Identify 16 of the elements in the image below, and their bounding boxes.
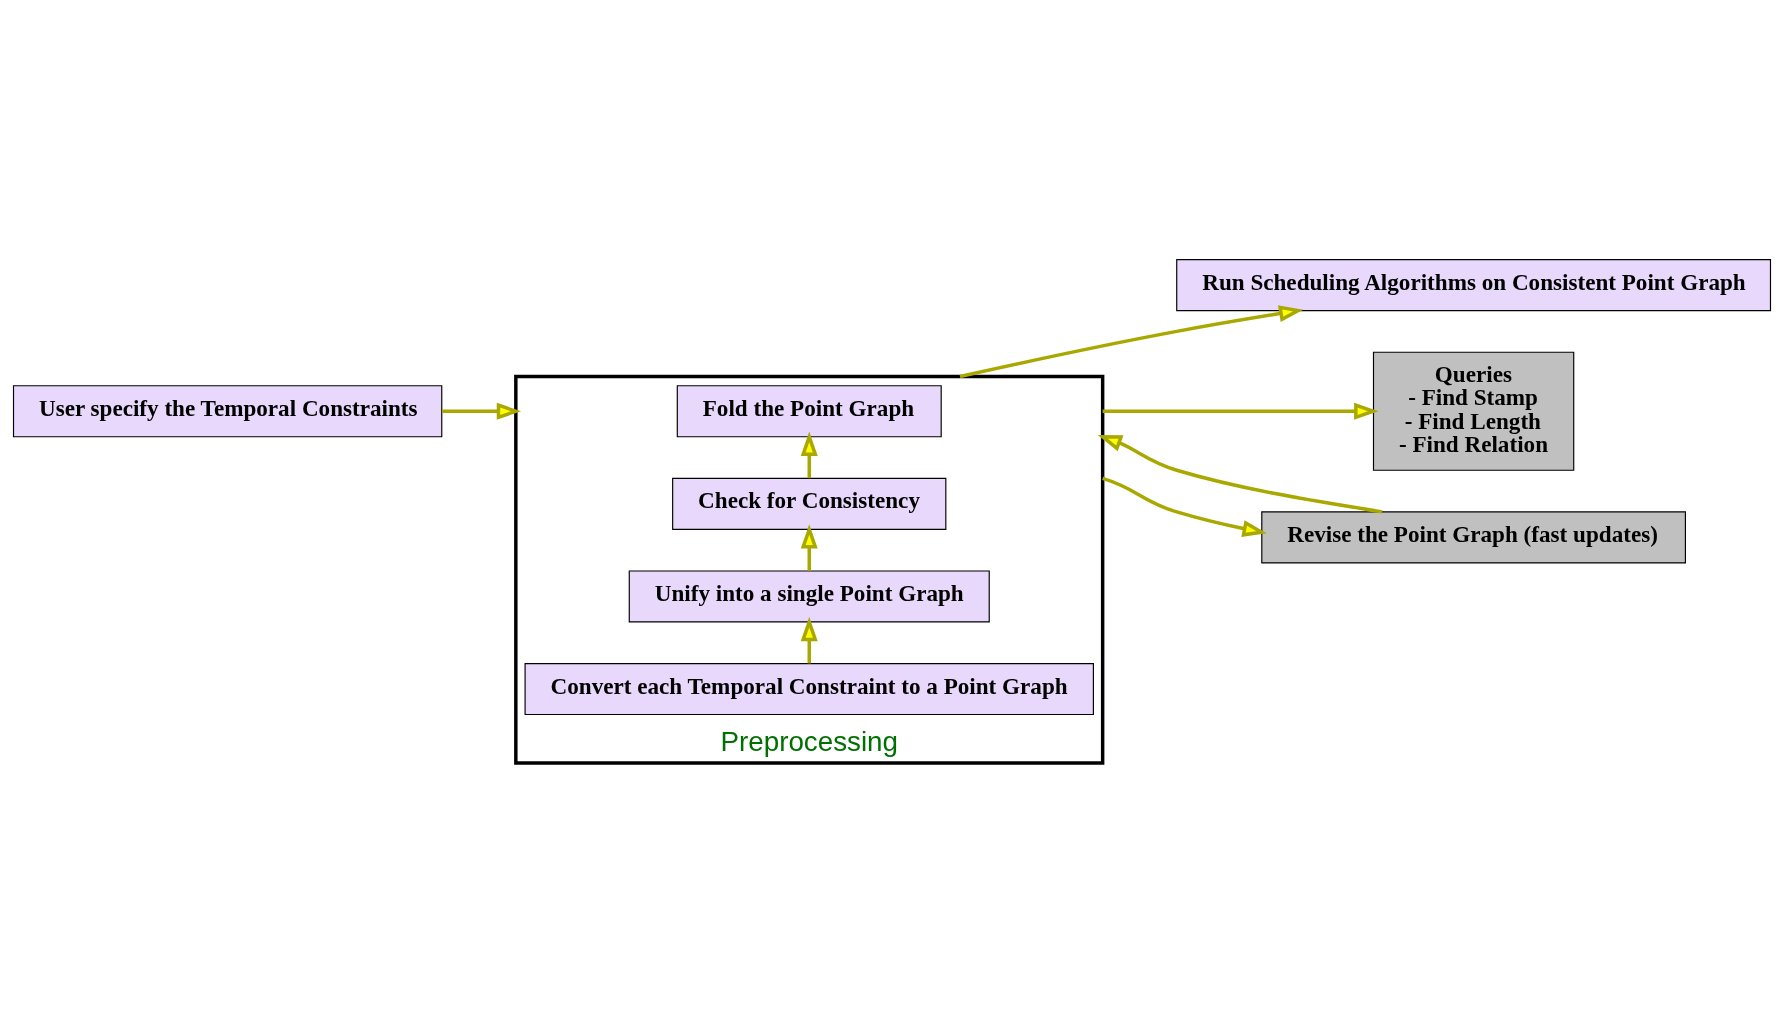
arrow [1097, 434, 1383, 514]
node-box: Fold the Point Graph [676, 384, 942, 437]
node-box: Revise the Point Graph (fast updates) [1261, 510, 1686, 563]
arrow [959, 304, 1304, 378]
node-box: Check for Consistency [672, 477, 947, 530]
node-box: Unify into a single Point Graph [628, 569, 990, 622]
node-box: User specify the Temporal Constraints [12, 384, 443, 437]
node-box: Run Scheduling Algorithms on Consistent Point Graph [1176, 258, 1772, 311]
arrow [442, 402, 522, 420]
arrow [800, 523, 818, 571]
arrow [1102, 402, 1379, 420]
arrow [1102, 476, 1267, 537]
node-box: Convert each Temporal Constraint to a Point Graph [524, 662, 1094, 715]
arrow [800, 616, 818, 663]
node-box: Queries - Find Stamp - Find Length - Find Relation [1372, 351, 1575, 471]
arrow [800, 431, 818, 478]
